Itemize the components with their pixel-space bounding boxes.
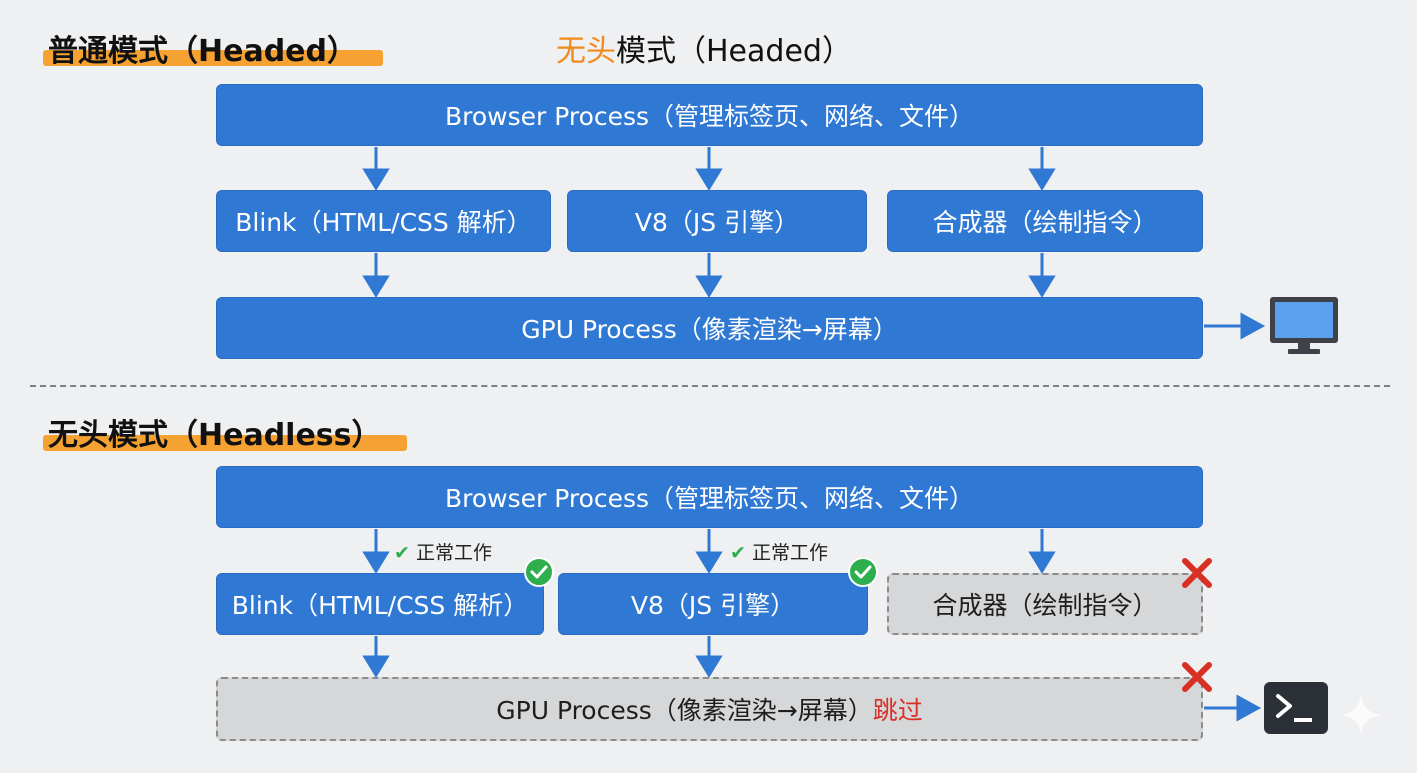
headless-gpu-process: GPU Process（像素渲染→屏幕）跳过 xyxy=(216,677,1203,741)
headless-title-highlight xyxy=(43,435,407,451)
v8-status-note: ✔ 正常工作 xyxy=(730,538,828,565)
headed-browser-process: Browser Process（管理标签页、网络、文件） xyxy=(216,84,1203,146)
headed-title-highlight xyxy=(43,50,383,66)
headed-subtitle-rest: 模式（Headed） xyxy=(616,34,852,69)
section-divider xyxy=(30,385,1390,387)
cross-icon xyxy=(1182,558,1212,588)
headless-v8-box: V8（JS 引擎） xyxy=(558,573,868,635)
headed-subtitle: 无头模式（Headed） xyxy=(556,26,852,70)
monitor-icon xyxy=(1270,297,1338,354)
headed-compositor-box: 合成器（绘制指令） xyxy=(887,190,1203,252)
headless-gpu-label: GPU Process（像素渲染→屏幕） xyxy=(496,696,873,725)
headed-subtitle-highlight: 无头 xyxy=(556,34,616,69)
headed-section-title: 普通模式（Headed） xyxy=(48,34,357,69)
cross-icon xyxy=(1182,662,1212,692)
gpu-skip-label: 跳过 xyxy=(872,696,923,725)
check-badge-icon xyxy=(524,557,554,587)
headed-gpu-process: GPU Process（像素渲染→屏幕） xyxy=(216,297,1203,359)
headless-blink-box: Blink（HTML/CSS 解析） xyxy=(216,573,544,635)
headed-blink-box: Blink（HTML/CSS 解析） xyxy=(216,190,551,252)
blink-status-text: 正常工作 xyxy=(415,542,492,564)
check-icon: ✔ xyxy=(730,542,746,564)
sparkle-icon xyxy=(1340,694,1382,736)
headless-compositor-box: 合成器（绘制指令） xyxy=(887,573,1203,635)
terminal-icon xyxy=(1264,682,1328,734)
v8-status-text: 正常工作 xyxy=(751,542,828,564)
headless-browser-process: Browser Process（管理标签页、网络、文件） xyxy=(216,466,1203,528)
check-icon: ✔ xyxy=(394,542,410,564)
blink-status-note: ✔ 正常工作 xyxy=(394,538,492,565)
headed-v8-box: V8（JS 引擎） xyxy=(567,190,867,252)
headless-section-title: 无头模式（Headless） xyxy=(48,418,382,453)
check-badge-icon xyxy=(848,557,878,587)
